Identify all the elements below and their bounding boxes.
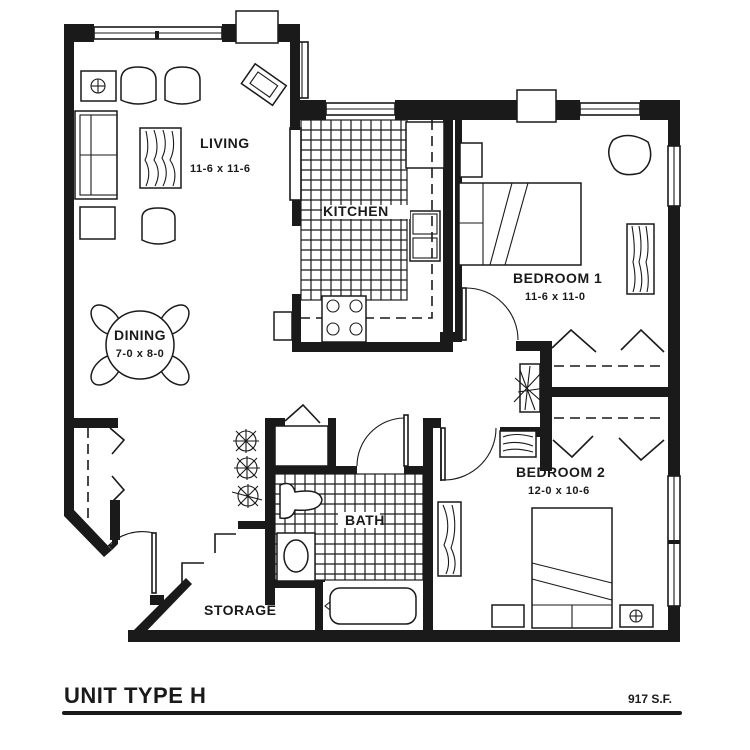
hall-and-storage: STORAGE (87, 427, 276, 618)
room-dims-bedroom-2: 12-0 x 10-6 (528, 485, 590, 497)
living-label: LIVING 11-6 x 11-6 (190, 135, 251, 175)
living-furniture: LIVING 11-6 x 11-6 (74, 62, 288, 245)
plant-icon (231, 429, 263, 508)
room-dims-living: 11-6 x 11-6 (190, 163, 251, 175)
walls (64, 10, 681, 642)
bath: BATH (274, 403, 424, 630)
room-name-dining: DINING (114, 327, 166, 343)
bedroom-2: BEDROOM 2 12-0 x 10-6 (437, 417, 666, 629)
dining-table: DINING 7-0 x 8-0 (90, 304, 190, 386)
room-dims-bedroom-1: 11-6 x 11-0 (525, 291, 586, 303)
room-dims-dining: 7-0 x 8-0 (116, 348, 165, 360)
room-name-living: LIVING (200, 135, 250, 151)
bedroom-1: BEDROOM 1 11-6 x 11-0 (458, 134, 666, 413)
unit-title: UNIT TYPE H (64, 683, 207, 708)
room-name-kitchen: KITCHEN (323, 203, 389, 219)
unit-area: 917 S.F. (627, 692, 672, 706)
title-underline (62, 711, 682, 715)
room-name-bedroom-2: BEDROOM 2 (516, 464, 605, 480)
room-name-bath: BATH (345, 512, 385, 528)
kitchen: KITCHEN (273, 119, 445, 343)
room-name-bedroom-1: BEDROOM 1 (513, 270, 602, 286)
room-name-storage: STORAGE (204, 602, 276, 618)
